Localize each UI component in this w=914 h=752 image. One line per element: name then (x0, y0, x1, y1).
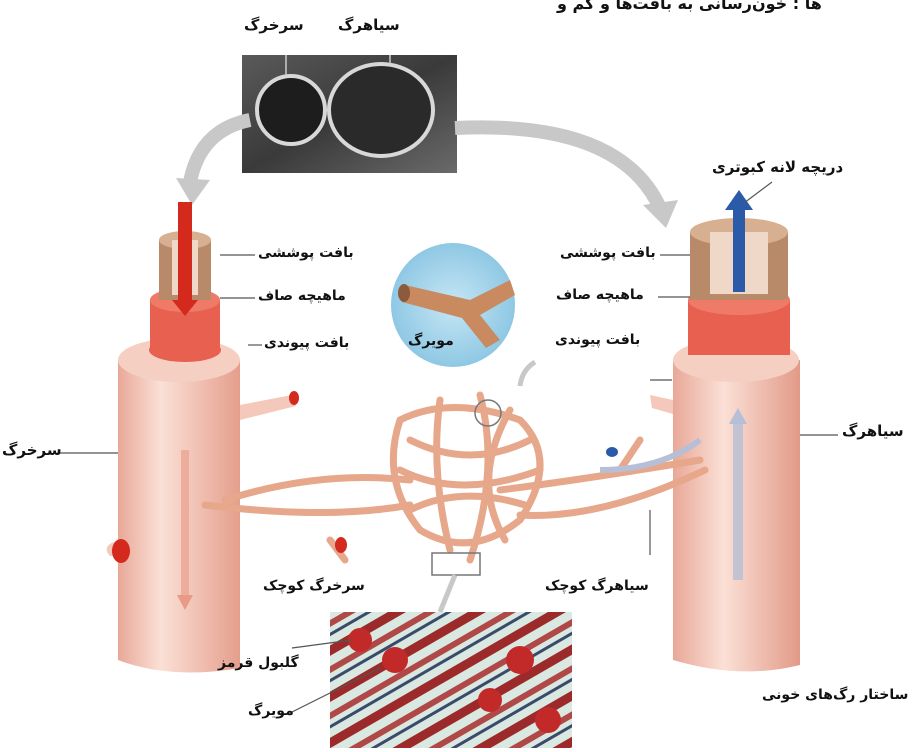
label-vein-top: سیاهرگ (338, 18, 400, 33)
label-smooth-muscle-left: ماهیچه صاف (258, 289, 346, 303)
venule-end (606, 447, 618, 457)
grey-arrow-left (190, 120, 250, 182)
label-connective-right: بافت پیوندی (555, 333, 640, 347)
grey-arrow-left-head (176, 178, 210, 205)
label-epithelium-left: بافت پوششی (258, 246, 354, 260)
label-capillary-circle: مویرگ (408, 334, 454, 348)
label-arteriole: سرخرگ کوچک (263, 579, 365, 593)
arteriole-end (335, 537, 347, 553)
label-connective-left: بافت پیوندی (264, 336, 349, 350)
capillary-network (205, 395, 705, 560)
header-text: ها : خون‌رسانی به بافت‌ها و کم و (557, 0, 822, 12)
label-venule: سیاهرگ کوچک (545, 579, 649, 593)
label-capillary-bottom: مویرگ (248, 704, 294, 718)
artery-illustration (107, 202, 299, 673)
vein-illustration (650, 190, 800, 671)
figure-caption: ساختار رگ‌های خونی (762, 688, 908, 702)
grey-arrow-right-head (643, 200, 678, 228)
label-epithelium-right: بافت پوششی (560, 246, 656, 260)
zoom-arrow-down (440, 575, 455, 612)
microscope-photo (242, 55, 457, 173)
label-smooth-muscle-right: ماهیچه صاف (556, 288, 644, 302)
histology-photo (330, 612, 572, 748)
label-valve: دریچه لانه کبوتری (712, 160, 843, 175)
label-vein-side: سیاهرگ (842, 424, 904, 439)
label-artery-top: سرخرگ (244, 18, 304, 33)
label-artery-side: سرخرگ (2, 443, 62, 458)
grey-arrow-right (455, 127, 660, 208)
label-red-blood-cell: گلبول قرمز (218, 656, 299, 670)
zoom-arrow-up (520, 362, 535, 386)
